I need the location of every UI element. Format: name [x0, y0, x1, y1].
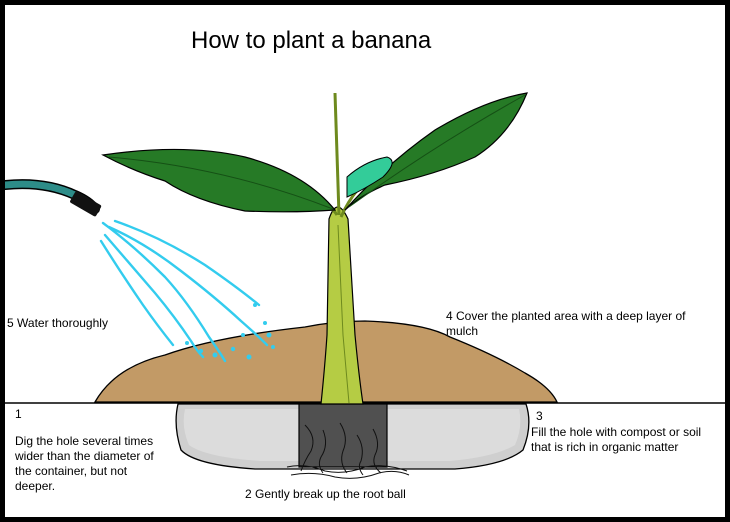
- step-water-label: 5 Water thoroughly: [7, 316, 108, 330]
- banana-leaf-left: [101, 148, 337, 213]
- leaf-stalk-center: [333, 92, 341, 216]
- root-ball: [298, 403, 388, 468]
- loosened-roots: [286, 422, 410, 479]
- banana-leaf-right: [344, 92, 528, 211]
- step-mulch-label: 4 Cover the planted area with a deep lay…: [446, 309, 686, 338]
- water-droplets: [185, 303, 275, 360]
- diagram-title: How to plant a banana: [191, 27, 432, 54]
- new-leaf: [346, 156, 393, 198]
- diagram-canvas: How to plant a banana 5 Water thoroughly…: [5, 5, 725, 517]
- step-dig-number: 1: [15, 407, 22, 421]
- step-fill-number: 3: [536, 409, 543, 423]
- step-dig-label: Dig the hole several times wider than th…: [15, 434, 154, 493]
- water-spray: [99, 219, 269, 363]
- step-root-label: 2 Gently break up the root ball: [245, 487, 406, 501]
- hose-nozzle: [70, 191, 102, 217]
- banana-planting-illustration: [5, 92, 725, 479]
- stem-highlight: [337, 224, 350, 404]
- step-fill-label: Fill the hole with compost or soil that …: [531, 425, 702, 454]
